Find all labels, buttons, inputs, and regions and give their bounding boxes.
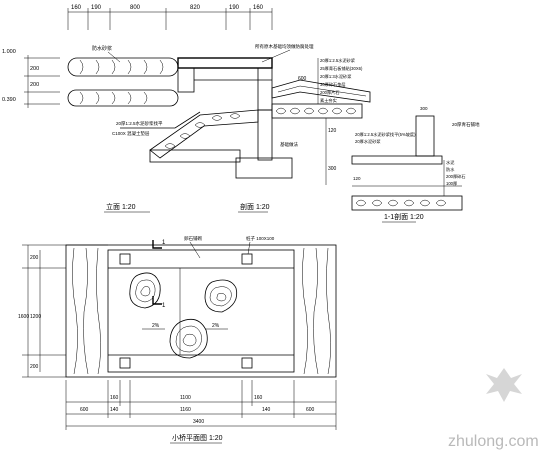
section-footing — [235, 157, 293, 179]
section-1-1-view: 300 20厚青石铺地 20厚1:2.5水泥砂浆找平(5%坡度) 20厚水泥砂浆… — [351, 106, 480, 223]
elev-dim-6: 160 — [253, 5, 264, 11]
s11-note-1: 水泥 — [446, 159, 454, 166]
rubble-layer — [271, 103, 363, 119]
watermark: zhulong.com — [448, 368, 539, 450]
s11-dim-2: 120 — [353, 176, 361, 181]
section-dim-2: 120 — [328, 128, 337, 134]
section-note-4: 30厚碎石垫层 — [320, 81, 346, 88]
plan-stone-label: 卵石铺砌 — [184, 235, 202, 242]
elev-stone-label: 防水砂浆 — [92, 45, 112, 52]
plan-outer-dim-1: 600 — [80, 407, 89, 413]
s11-base — [351, 195, 463, 211]
plan-outer-dim-2: 140 — [110, 407, 119, 413]
plan-title: 小桥平面图 1:20 — [172, 433, 223, 442]
log-upper — [67, 57, 179, 77]
deck-beam — [177, 57, 273, 69]
section-note-5: 200厚片石 — [320, 89, 340, 96]
plan-deck — [107, 249, 295, 373]
section-top-note: 所有原木基础均须做防腐处理 — [255, 43, 314, 50]
plan-slope-1: 2% — [152, 323, 160, 329]
stone-slope — [149, 109, 259, 159]
section-note-1: 20厚1:2.5水泥砂浆 — [320, 57, 356, 64]
plan-outer-dim-5: 600 — [306, 407, 315, 413]
elev-title: 立面 1:20 — [106, 202, 136, 211]
s11-post — [415, 115, 435, 157]
plan-total-dim: 3400 — [193, 419, 204, 425]
plan-log-left — [66, 244, 108, 375]
section-dim-1: 600 — [298, 76, 307, 82]
post-icon — [241, 253, 253, 265]
marker-bottom: 1 — [162, 303, 166, 309]
stepping-stone-1 — [129, 272, 161, 309]
s11-deck — [351, 155, 443, 165]
section-note-3: 20厚1:3水泥砂浆 — [320, 73, 352, 80]
elev-mortar-note: 20厚1:2.5水泥砂浆找平 — [116, 120, 163, 127]
plan-frame — [65, 244, 337, 378]
plan-inner-dim-2: 1100 — [180, 395, 191, 401]
elev-level-2: 0.390 — [2, 97, 16, 103]
s11-note-4: 100厚 — [446, 181, 457, 187]
plan-left-dim-3: 1200 — [30, 314, 41, 320]
plan-inner-dim-3: 160 — [254, 395, 263, 401]
section-notes: 20厚1:2.5水泥砂浆 25厚青石板铺贴(30X6) 20厚1:3水泥砂浆 3… — [317, 57, 363, 104]
plan-inner-dim-1: 160 — [110, 395, 119, 401]
s11-right-notes: 水泥 防水 200厚碎石 100厚 — [443, 159, 466, 196]
plan-slope-2: 2% — [212, 323, 220, 329]
plan-view: 1 1 卵石铺砌 桩子 100X100 2% 2% 200 1600 1200 … — [18, 235, 337, 444]
post-icon — [241, 357, 253, 369]
post-icon — [119, 253, 131, 265]
section-title: 剖面 1:20 — [240, 202, 270, 211]
section-note-2: 25厚青石板铺贴(30X6) — [320, 65, 363, 72]
s11-title: 1-1剖面 1:20 — [384, 212, 424, 221]
s11-note-2: 防水 — [446, 166, 455, 173]
s11-top-note: 20厚青石铺地 — [452, 121, 480, 128]
elev-foundation — [149, 149, 241, 163]
watermark-logo-icon — [486, 368, 522, 402]
section-dim-3: 300 — [328, 166, 337, 172]
log-lower — [67, 89, 179, 107]
stepping-stone-3 — [169, 318, 208, 359]
plan-post-label: 桩子 100X100 — [246, 235, 275, 242]
retaining-wall — [257, 109, 273, 161]
elev-left-dim-2: 200 — [30, 82, 39, 88]
elev-dim-1: 160 — [71, 5, 82, 11]
s11-note-a: 20厚1:2.5水泥砂浆找平(5%坡度) — [355, 131, 416, 138]
plan-left-dim-1: 200 — [30, 255, 39, 261]
watermark-site: zhulong.com — [448, 433, 539, 450]
post-icon — [119, 357, 131, 369]
marker-top: 1 — [162, 240, 166, 246]
surface-layer — [271, 79, 371, 103]
elev-dim-3: 800 — [130, 5, 141, 11]
elev-left-dim-1: 200 — [30, 66, 39, 72]
plan-left-dim-4: 200 — [30, 364, 39, 370]
elevation-view: 160 190 800 820 190 160 1.000 200 200 0.… — [2, 5, 273, 213]
elev-dim-4: 820 — [190, 5, 201, 11]
plan-posts — [119, 253, 253, 369]
plan-left-dim-2: 1600 — [18, 314, 29, 320]
elev-dim-2: 190 — [91, 5, 102, 11]
stepping-stone-2 — [204, 279, 238, 313]
plan-outer-dim-4: 140 — [262, 407, 271, 413]
s11-note-3: 200厚碎石 — [446, 173, 466, 180]
elev-concrete-note: C100X 混凝土垫层 — [112, 130, 150, 137]
section-view: 所有原木基础均须做防腐处理 20厚1:2.5水泥砂浆 25厚青石板铺贴(30X6… — [235, 43, 371, 213]
plan-outer-dim-3: 1160 — [180, 407, 191, 413]
elev-dim-5: 190 — [229, 5, 240, 11]
section-note-6: 素土夯实 — [320, 97, 337, 104]
elev-level-1: 1.000 — [2, 49, 16, 55]
section-side-note: 基础做法 — [280, 141, 298, 148]
s11-dim-1: 300 — [420, 106, 428, 111]
s11-note-b: 20厚水泥砂浆 — [355, 138, 381, 145]
plan-log-right — [302, 247, 331, 375]
section-marker: 1 1 — [152, 240, 166, 309]
